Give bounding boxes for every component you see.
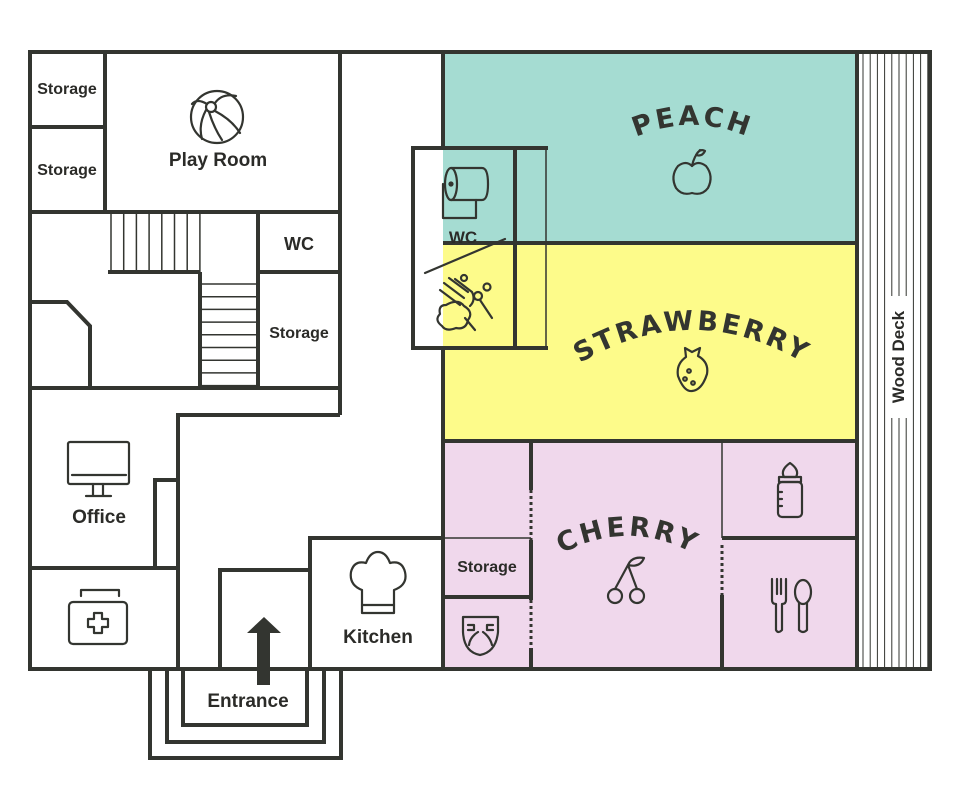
ball-icon <box>189 89 245 145</box>
stairs <box>110 214 258 387</box>
fork-spoon-icon <box>770 577 813 634</box>
room-strawberry[interactable] <box>443 243 857 441</box>
label-wc-left: WC <box>284 234 314 254</box>
strawberry-icon <box>676 346 709 393</box>
cherry-icon <box>606 556 646 605</box>
label-wc-center: WC <box>449 228 477 247</box>
baby-bottle-icon <box>776 461 804 519</box>
chef-hat-icon <box>349 550 407 615</box>
monitor-icon <box>66 440 131 498</box>
label-storage-2: Storage <box>37 162 97 179</box>
label-kitchen: Kitchen <box>343 627 413 648</box>
peach-icon <box>672 148 712 195</box>
hand-wash-icon <box>436 273 494 332</box>
first-aid-kit-icon <box>67 588 129 646</box>
label-entrance: Entrance <box>207 691 288 712</box>
label-storage-1: Storage <box>37 81 97 98</box>
label-play-room: Play Room <box>169 150 267 171</box>
toilet-paper-icon <box>441 166 490 220</box>
label-office: Office <box>72 507 126 528</box>
divider-line <box>423 237 507 275</box>
label-storage-3: Storage <box>269 325 329 342</box>
label-storage-cherry: Storage <box>457 559 517 576</box>
entrance-arrow-icon <box>247 617 281 685</box>
diaper-icon <box>461 615 500 657</box>
room-cherry[interactable] <box>443 441 857 669</box>
interior-walls <box>30 52 857 760</box>
label-wood-deck: Wood Deck <box>889 310 908 403</box>
